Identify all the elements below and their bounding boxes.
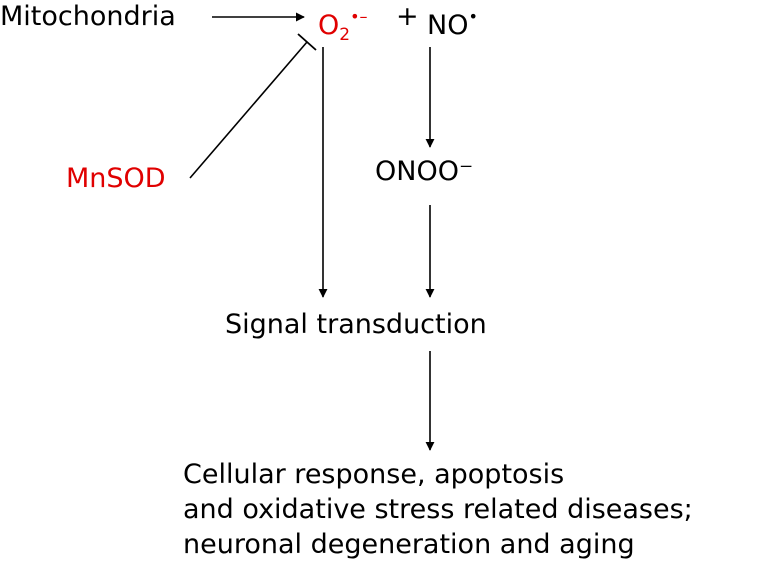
nitric-oxide-base: NO	[427, 10, 469, 41]
superoxide-superscript: •–	[350, 7, 368, 26]
plus-sign: +	[396, 1, 419, 32]
node-mitochondria: Mitochondria	[0, 1, 176, 32]
node-superoxide: O2•–	[318, 0, 368, 52]
nitric-oxide-superscript: •	[468, 7, 478, 26]
outcome-line-1: Cellular response, apoptosis	[183, 459, 565, 490]
node-mnsod: MnSOD	[66, 163, 166, 194]
outcome-line-3: neuronal degeneration and aging	[183, 529, 635, 560]
node-signal-transduction: Signal transduction	[225, 309, 487, 340]
outcome-line-2: and oxidative stress related diseases;	[183, 494, 693, 525]
node-nitric-oxide: NO•	[427, 0, 478, 43]
inhibition-mnsod-to-superoxide	[189, 41, 308, 179]
node-peroxynitrite: ONOO⁻	[375, 156, 474, 187]
superoxide-subscript: 2	[339, 25, 351, 45]
node-outcome: Cellular response, apoptosis and oxidati…	[183, 457, 693, 562]
superoxide-base: O	[318, 10, 340, 41]
inhibition-bar	[297, 33, 317, 51]
